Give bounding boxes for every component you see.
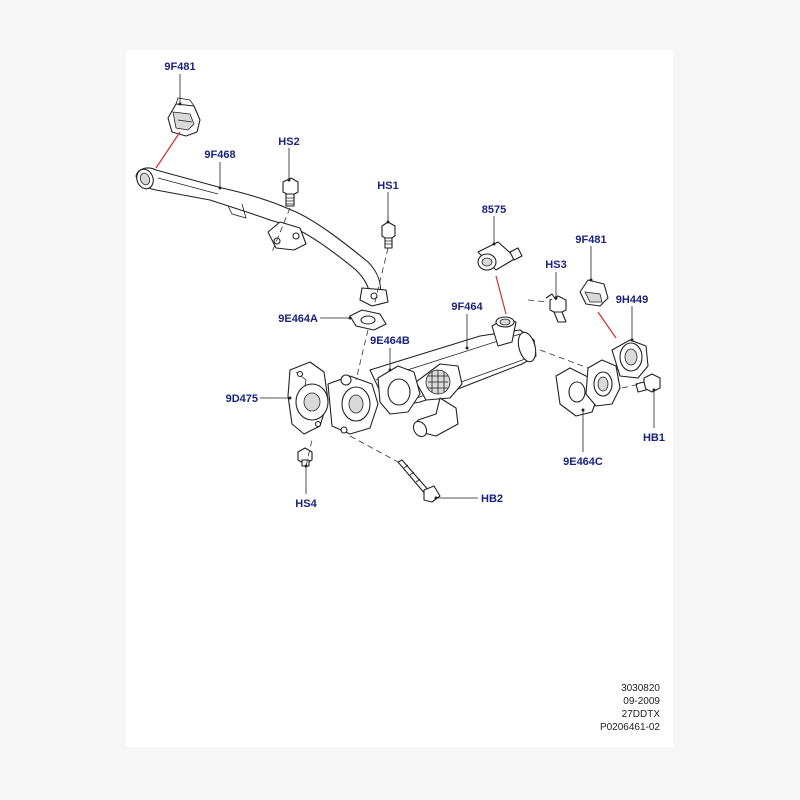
sensor-8575-drawing xyxy=(477,241,523,271)
info-engine-code: 27DDTX xyxy=(621,709,660,720)
label-9f481-top[interactable]: 9F481 xyxy=(164,61,195,73)
label-9e464c[interactable]: 9E464C xyxy=(563,456,603,468)
drawing-info-block: 3030820 09-2009 27DDTX P0206461-02 xyxy=(600,682,660,734)
label-hs1[interactable]: HS1 xyxy=(377,180,398,192)
connector-9h449-drawing xyxy=(585,339,649,407)
label-hs3[interactable]: HS3 xyxy=(545,259,566,271)
assembly-lines xyxy=(271,207,641,467)
bolt-hs3-drawing xyxy=(545,293,567,323)
label-hs2[interactable]: HS2 xyxy=(278,136,299,148)
bolt-hs1-drawing xyxy=(381,221,396,249)
label-9e464a[interactable]: 9E464A xyxy=(278,313,318,325)
clip-9f481-top-drawing xyxy=(167,97,201,137)
info-date: 09-2009 xyxy=(623,696,660,707)
label-9f464[interactable]: 9F464 xyxy=(451,301,483,313)
label-9f481-right[interactable]: 9F481 xyxy=(575,234,606,246)
part-labels: 9F481 9F468 HS2 HS1 8575 9F481 HS3 9H449… xyxy=(164,61,665,510)
label-hs4[interactable]: HS4 xyxy=(295,498,317,510)
red-pointers xyxy=(155,131,617,339)
label-hb1[interactable]: HB1 xyxy=(643,432,665,444)
gasket-9e464b-drawing xyxy=(377,365,421,415)
egr-valve-9d475-drawing xyxy=(287,361,379,435)
bolt-hs2-drawing xyxy=(282,177,299,207)
bolt-hb2-drawing xyxy=(397,459,441,503)
clip-9f481-right-drawing xyxy=(579,279,609,307)
pipe-9f468-drawing xyxy=(135,167,389,307)
gasket-9e464a-drawing xyxy=(349,309,387,331)
info-drawing-number: 3030820 xyxy=(621,683,660,694)
label-8575[interactable]: 8575 xyxy=(482,204,506,216)
leader-lines xyxy=(178,74,656,500)
bolt-hb1-drawing xyxy=(635,373,661,393)
label-9d475[interactable]: 9D475 xyxy=(226,393,258,405)
label-hb2[interactable]: HB2 xyxy=(481,493,503,505)
label-9f468[interactable]: 9F468 xyxy=(204,149,235,161)
label-9h449[interactable]: 9H449 xyxy=(616,294,648,306)
info-illustration-id: P0206461-02 xyxy=(599,722,660,733)
label-9e464b[interactable]: 9E464B xyxy=(370,335,410,347)
